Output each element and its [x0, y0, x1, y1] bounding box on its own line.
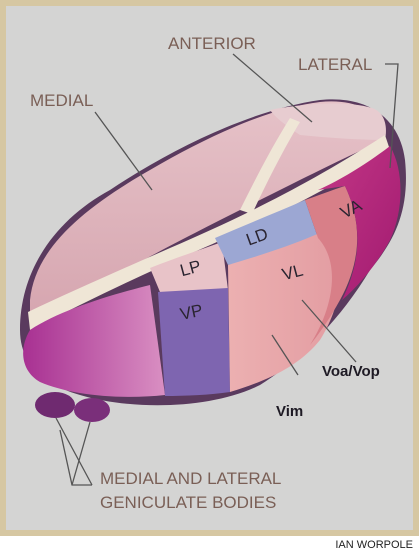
anterior-label: ANTERIOR — [168, 34, 256, 53]
medial-geniculate-body — [35, 392, 75, 418]
thalamus-diagram: ANTERIOR LATERAL MEDIAL MEDIAL AND LATER… — [0, 0, 419, 536]
lateral-geniculate-body — [74, 398, 110, 422]
illustrator-credit: IAN WORPOLE — [335, 539, 413, 551]
geniculate-leader-1 — [56, 418, 92, 485]
medial-label: MEDIAL — [30, 91, 93, 110]
voa-vop-label: Voa/Vop — [322, 363, 380, 380]
geniculate-label-line1: MEDIAL AND LATERAL — [100, 469, 281, 488]
vim-label: Vim — [276, 403, 303, 420]
medial-leader — [95, 112, 152, 190]
geniculate-label-line2: GENICULATE BODIES — [100, 493, 276, 512]
lateral-label: LATERAL — [298, 55, 372, 74]
